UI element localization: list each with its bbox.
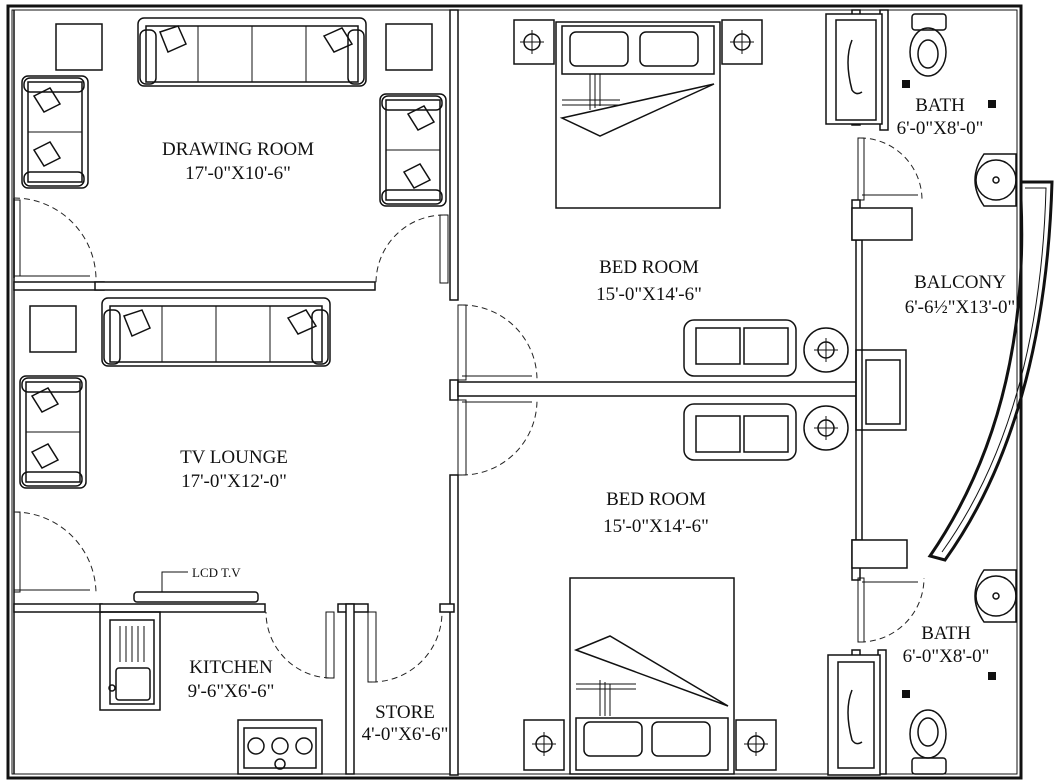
toilet: [909, 709, 947, 775]
round-table: [803, 327, 849, 373]
hanger-icon: [847, 39, 863, 95]
bed-room-2-name: BED ROOM: [606, 489, 706, 510]
doors: [13, 137, 925, 683]
interior-walls: [13, 9, 913, 776]
bath-1-size: 6'-0"X8'-0": [897, 118, 984, 139]
lcd-tv-label: LCD T.V: [192, 565, 241, 580]
balcony-curve: [927, 180, 1054, 562]
bed-room-1-name: BED ROOM: [599, 257, 699, 278]
stove: [237, 719, 323, 775]
store-size: 4'-0"X6'-6": [362, 724, 449, 745]
round-table: [803, 405, 849, 451]
sofa-2-seater: [683, 319, 797, 377]
bath-2-fixtures: [847, 569, 1017, 775]
nightstand: [523, 719, 565, 771]
bed: [569, 577, 735, 775]
tv-lounge-furniture: LCD T.V: [19, 297, 331, 603]
bed: [555, 21, 721, 209]
hanger-icon: [847, 689, 863, 745]
nightstand: [721, 19, 763, 65]
tap-icon: [988, 100, 996, 108]
side-table: [55, 23, 103, 71]
tap-icon: [902, 80, 910, 88]
bedroom-2-furniture: [523, 403, 849, 775]
sofa-2-seater: [379, 93, 447, 207]
drawing-room-name: DRAWING ROOM: [162, 139, 314, 160]
tap-icon: [988, 672, 996, 680]
sofa-3-seater: [101, 297, 331, 367]
counter: [99, 611, 161, 711]
side-table: [385, 23, 433, 71]
kitchen-fixtures: [99, 611, 323, 775]
tv-lounge-size: 17'-0"X12'-0": [181, 471, 287, 492]
toilet: [909, 13, 947, 77]
kitchen-name: KITCHEN: [189, 657, 273, 678]
sofa-3-seater: [137, 17, 367, 87]
side-table: [29, 305, 77, 353]
wash-basin: [974, 153, 1017, 207]
nightstand: [513, 19, 555, 65]
bath-1-name: BATH: [915, 95, 965, 116]
bath-2-name: BATH: [921, 623, 971, 644]
balcony-size: 6'-6½"X13'-0": [905, 297, 1015, 318]
room-labels: DRAWING ROOM 17'-0"X10'-6" TV LOUNGE 17'…: [162, 95, 1015, 745]
tv-lounge-name: TV LOUNGE: [180, 447, 288, 468]
lcd-tv: LCD T.V: [133, 565, 259, 603]
bed-room-1-size: 15'-0"X14'-6": [596, 284, 702, 305]
bedroom-1-furniture: [513, 19, 849, 377]
sofa-2-seater: [683, 403, 797, 461]
tap-icon: [902, 690, 910, 698]
bath-1-fixtures: [847, 13, 1017, 207]
sofa-2-seater: [19, 375, 87, 489]
drawing-room-size: 17'-0"X10'-6": [185, 163, 291, 184]
sofa-2-seater: [21, 75, 89, 189]
bed-room-2-size: 15'-0"X14'-6": [603, 516, 709, 537]
drawing-room-furniture: [21, 17, 447, 207]
balcony-name: BALCONY: [914, 272, 1006, 293]
nightstand: [735, 719, 777, 771]
bath-2-size: 6'-0"X8'-0": [903, 646, 990, 667]
store-name: STORE: [375, 702, 435, 723]
wash-basin: [974, 569, 1017, 623]
kitchen-size: 9'-6"X6'-6": [188, 681, 275, 702]
kitchen-sink: [108, 619, 155, 705]
